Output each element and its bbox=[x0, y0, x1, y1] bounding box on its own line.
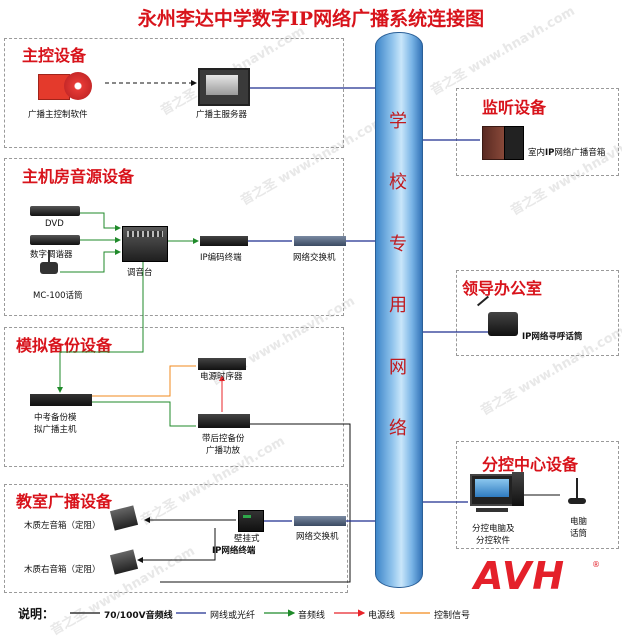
section-title: 模拟备份设备 bbox=[16, 336, 113, 355]
section-main-control bbox=[4, 38, 344, 148]
section-branch-center bbox=[456, 441, 619, 549]
pc-microphone-icon bbox=[576, 478, 578, 498]
host-to-amp-audio-line bbox=[92, 401, 196, 427]
section-title: 领导办公室 bbox=[462, 279, 543, 298]
dvd-player-icon bbox=[30, 206, 80, 216]
mixer-to-backup-line bbox=[57, 262, 144, 393]
backbone-label-char: 用 bbox=[389, 295, 407, 316]
software-cd-icon bbox=[38, 68, 100, 102]
backbone-label-char: 专 bbox=[389, 234, 407, 255]
backup-amplifier-icon bbox=[198, 414, 250, 428]
encoder-icon bbox=[200, 236, 248, 246]
classroom-switch-label: 网络交换机 bbox=[296, 532, 339, 542]
backbone-label-char: 校 bbox=[389, 172, 407, 193]
legend-item-audio: 音频线 bbox=[298, 611, 326, 621]
power-sequencer-icon bbox=[198, 358, 246, 370]
section-title: 分控中心设备 bbox=[482, 455, 579, 474]
microphone-icon bbox=[40, 262, 58, 274]
monitor-speaker-icon bbox=[482, 126, 506, 160]
server-label: 广播主服务器 bbox=[196, 110, 248, 120]
tuner-label: 数字调谐器 bbox=[30, 250, 73, 260]
wall-terminal-label: IP网络终端 bbox=[212, 546, 256, 556]
tuner-icon bbox=[30, 235, 80, 245]
backbone-label-char: 学 bbox=[389, 111, 407, 132]
backup-host-label: 中考备份模 bbox=[34, 413, 77, 423]
mic-label: MC-100话筒 bbox=[33, 291, 83, 301]
mixer-icon bbox=[122, 226, 168, 262]
avh-logo: AVH bbox=[474, 554, 566, 598]
keyboard-icon bbox=[476, 508, 508, 512]
right-speaker-label: 木质右音箱（定阻） bbox=[24, 565, 101, 575]
section-title: 主机房音源设备 bbox=[22, 167, 135, 186]
legend-item-power: 电源线 bbox=[368, 611, 396, 621]
dvd-audio-line bbox=[80, 212, 121, 231]
network-switch-icon bbox=[294, 236, 346, 246]
software-label: 广播主控制软件 bbox=[28, 110, 88, 120]
amp-label: 广播功放 bbox=[206, 446, 241, 456]
section-monitor bbox=[456, 88, 619, 176]
campus-network-backbone bbox=[375, 32, 423, 588]
legend-title: 说明： bbox=[18, 607, 55, 621]
mic-audio-line bbox=[60, 249, 121, 273]
section-title: 教室广播设备 bbox=[16, 492, 113, 511]
monitor-speaker-icon bbox=[504, 126, 524, 160]
registered-mark-icon: ® bbox=[592, 560, 600, 569]
switch-label: 网络交换机 bbox=[293, 253, 336, 263]
paging-mic-icon bbox=[488, 312, 518, 336]
pc-microphone-icon bbox=[568, 498, 586, 504]
terminal-right-speaker-line bbox=[137, 528, 216, 563]
legend-item-network: 网线或光纤 bbox=[210, 611, 256, 621]
left-speaker-label: 木质左音箱（定阻） bbox=[24, 521, 101, 531]
paging-mic-label: IP网络寻呼话筒 bbox=[522, 332, 583, 342]
section-leader-office bbox=[456, 270, 619, 356]
backbone-label-char: 络 bbox=[389, 418, 407, 439]
branch-pc-label: 分控软件 bbox=[476, 536, 511, 546]
monitor-speaker-label: 室内IP网络广播音箱 bbox=[528, 148, 606, 158]
diagram-title: 永州李达中学数字IP网络广播系统连接图 bbox=[137, 8, 485, 30]
section-classroom bbox=[4, 484, 348, 593]
encoder-label: IP编码终端 bbox=[200, 253, 242, 263]
amp-speaker-line bbox=[160, 423, 351, 583]
legend-item-speaker: 70/100V音频线 bbox=[104, 611, 173, 621]
wall-ip-terminal-icon bbox=[238, 510, 264, 532]
mixer-label: 调音台 bbox=[127, 268, 153, 278]
backup-host-icon bbox=[30, 394, 92, 406]
section-title: 监听设备 bbox=[482, 98, 547, 117]
classroom-switch-icon bbox=[294, 516, 346, 526]
sequencer-label: 电源时序器 bbox=[200, 372, 243, 382]
amp-label: 带后控备份 bbox=[202, 434, 245, 444]
control-signal-line bbox=[92, 365, 196, 397]
connection-lines bbox=[57, 80, 560, 617]
server-icon bbox=[198, 68, 250, 106]
section-title: 主控设备 bbox=[22, 46, 87, 65]
branch-pc-monitor-icon bbox=[470, 474, 514, 506]
pc-mic-label: 话筒 bbox=[570, 529, 588, 539]
backbone-label-char: 网 bbox=[389, 357, 407, 378]
dvd-label: DVD bbox=[45, 219, 64, 229]
backup-host-label: 拟广播主机 bbox=[34, 425, 77, 435]
wall-terminal-label: 壁挂式 bbox=[234, 534, 260, 544]
section-analog-backup bbox=[4, 327, 344, 467]
legend-item-control: 控制信号 bbox=[434, 611, 471, 621]
microphone-icon bbox=[48, 250, 50, 264]
branch-pc-tower-icon bbox=[512, 472, 524, 506]
branch-pc-label: 分控电脑及 bbox=[472, 524, 515, 534]
pc-mic-label: 电脑 bbox=[570, 517, 588, 527]
